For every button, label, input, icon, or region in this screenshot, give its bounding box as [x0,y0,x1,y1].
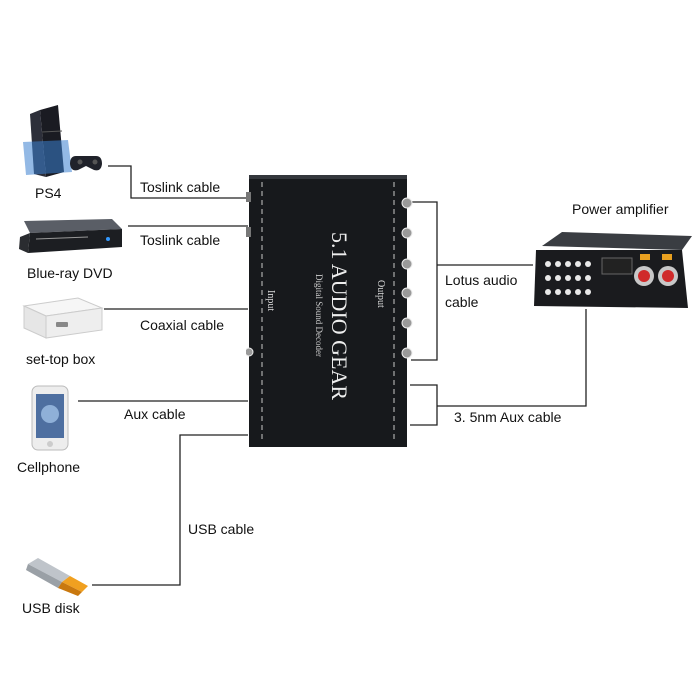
label-coaxial: Coaxial cable [140,317,225,333]
label-toslink-1: Toslink cable [140,179,221,195]
usb-disk-image [26,558,88,596]
wire-aux35-link [437,309,587,407]
amp-knobs [545,261,591,295]
input-jacks [246,192,254,357]
decoder-output-label: Output [375,280,386,308]
label-aux35: 3. 5nm Aux cable [454,409,562,425]
wire-aux35 [410,384,438,426]
label-dvd: Blue-ray DVD [27,265,113,281]
decoder-title: 5.1 AUDIO GEAR [327,232,352,400]
label-ps4: PS4 [35,185,62,201]
power-amplifier-image [534,232,692,308]
cellphone-image [31,385,69,451]
label-toslink-2: Toslink cable [140,232,221,248]
label-lotus-2: cable [445,294,479,310]
label-usb: USB disk [22,600,80,616]
decoder-subtitle: Digital Sound Decoder [314,274,324,357]
label-aux: Aux cable [124,406,186,422]
label-lotus-1: Lotus audio [445,272,518,288]
dvd-player-image [19,219,122,253]
output-rca-jacks [401,197,413,359]
decoder-input-label: Input [265,290,276,311]
label-amp: Power amplifier [572,201,669,217]
label-phone: Cellphone [17,459,81,475]
decoder-box: 5.1 AUDIO GEAR Digital Sound Decoder Inp… [246,175,413,447]
wire-usb [92,434,248,586]
label-usb-cable: USB cable [188,521,255,537]
wire-ps4 [108,165,248,199]
wire-lotus [411,201,438,361]
ps4-console-image [23,105,102,177]
settop-box-image [22,297,104,339]
label-settop: set-top box [26,351,96,367]
